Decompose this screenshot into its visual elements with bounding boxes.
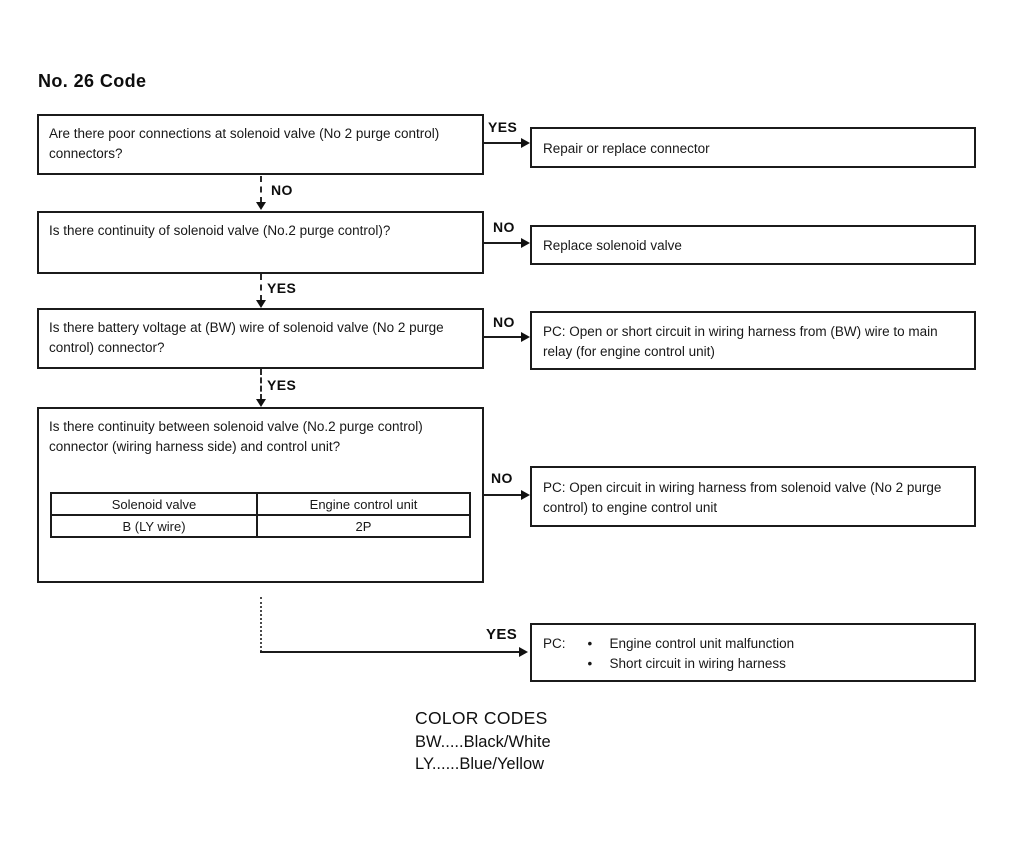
pin-table-cell-wire: B (LY wire) [50, 514, 258, 538]
branch-label-no-2: NO [493, 219, 515, 235]
color-code-entry-ly: LY......Blue/Yellow [415, 755, 545, 773]
pin-table-cell-pin: 2P [256, 514, 471, 538]
pin-table: Solenoid valve Engine control unit B (LY… [50, 492, 471, 538]
result-box-2: Replace solenoid valve [530, 225, 976, 265]
result-text-4: PC: Open circuit in wiring harness from … [543, 479, 942, 515]
arrow-right-icon-2 [521, 238, 530, 248]
arrow-line-right-4 [484, 494, 522, 496]
result-box-5: PC: • Engine control unit malfunction • … [530, 623, 976, 682]
page-title: No. 26 Code [38, 71, 147, 91]
arrow-line-right-1 [484, 142, 522, 144]
pin-table-header-row: Solenoid valve Engine control unit [50, 492, 471, 516]
result-bullet-text-2: Short circuit in wiring harness [609, 655, 786, 671]
arrow-down-icon-3 [256, 399, 266, 407]
result-prefix-5: PC: [543, 636, 566, 651]
branch-label-yes-5: YES [486, 626, 518, 643]
branch-label-no-3: NO [493, 314, 515, 330]
branch-label-no-down-1: NO [271, 182, 293, 198]
arrow-right-icon-3 [521, 332, 530, 342]
branch-label-yes-down-2: YES [267, 280, 297, 296]
decision-text-2: Is there continuity of solenoid valve (N… [49, 223, 391, 238]
bullet-icon: • [587, 655, 593, 671]
arrow-right-icon-5 [519, 647, 528, 657]
result-bullet-text-1: Engine control unit malfunction [609, 636, 795, 651]
result-box-4: PC: Open circuit in wiring harness from … [530, 466, 976, 527]
color-codes-title: COLOR CODES [415, 708, 548, 728]
branch-label-yes-down-3: YES [267, 377, 297, 393]
branch-label-no-4: NO [491, 470, 513, 486]
pin-table-header-solenoid: Solenoid valve [50, 492, 258, 516]
result-text-2: Replace solenoid valve [543, 238, 682, 254]
result-bullet-1: • Engine control unit malfunction [588, 634, 795, 654]
result-bullet-list: • Engine control unit malfunction • Shor… [588, 634, 795, 674]
connector-down-1 [260, 176, 262, 203]
arrow-right-icon-4 [521, 490, 530, 500]
connector-down-4 [260, 597, 262, 652]
arrow-right-icon-1 [521, 138, 530, 148]
decision-box-3: Is there battery voltage at (BW) wire of… [37, 308, 484, 369]
pin-table-row: B (LY wire) 2P [50, 514, 471, 538]
result-bullet-2: • Short circuit in wiring harness [588, 654, 795, 674]
connector-down-3 [260, 369, 262, 400]
arrow-line-right-3 [484, 336, 522, 338]
pin-table-header-ecu: Engine control unit [256, 492, 471, 516]
arrow-line-right-5 [260, 651, 520, 653]
decision-text-3: Is there battery voltage at (BW) wire of… [49, 320, 444, 355]
result-box-3: PC: Open or short circuit in wiring harn… [530, 311, 976, 370]
branch-label-yes-1: YES [488, 119, 518, 135]
color-codes: COLOR CODES BW.....Black/White LY......B… [415, 708, 551, 775]
color-code-entry-bw: BW.....Black/White [415, 733, 551, 751]
arrow-down-icon-2 [256, 300, 266, 308]
decision-text-1: Are there poor connections at solenoid v… [49, 126, 440, 161]
connector-down-2 [260, 274, 262, 301]
decision-box-2: Is there continuity of solenoid valve (N… [37, 211, 484, 274]
decision-box-1: Are there poor connections at solenoid v… [37, 114, 484, 175]
result-box-1: Repair or replace connector [530, 127, 976, 168]
arrow-line-right-2 [484, 242, 522, 244]
result-text-1: Repair or replace connector [543, 140, 710, 156]
result-text-3: PC: Open or short circuit in wiring harn… [543, 323, 938, 359]
decision-text-4: Is there continuity between solenoid val… [49, 419, 423, 454]
arrow-down-icon-1 [256, 202, 266, 210]
bullet-icon: • [587, 636, 593, 651]
